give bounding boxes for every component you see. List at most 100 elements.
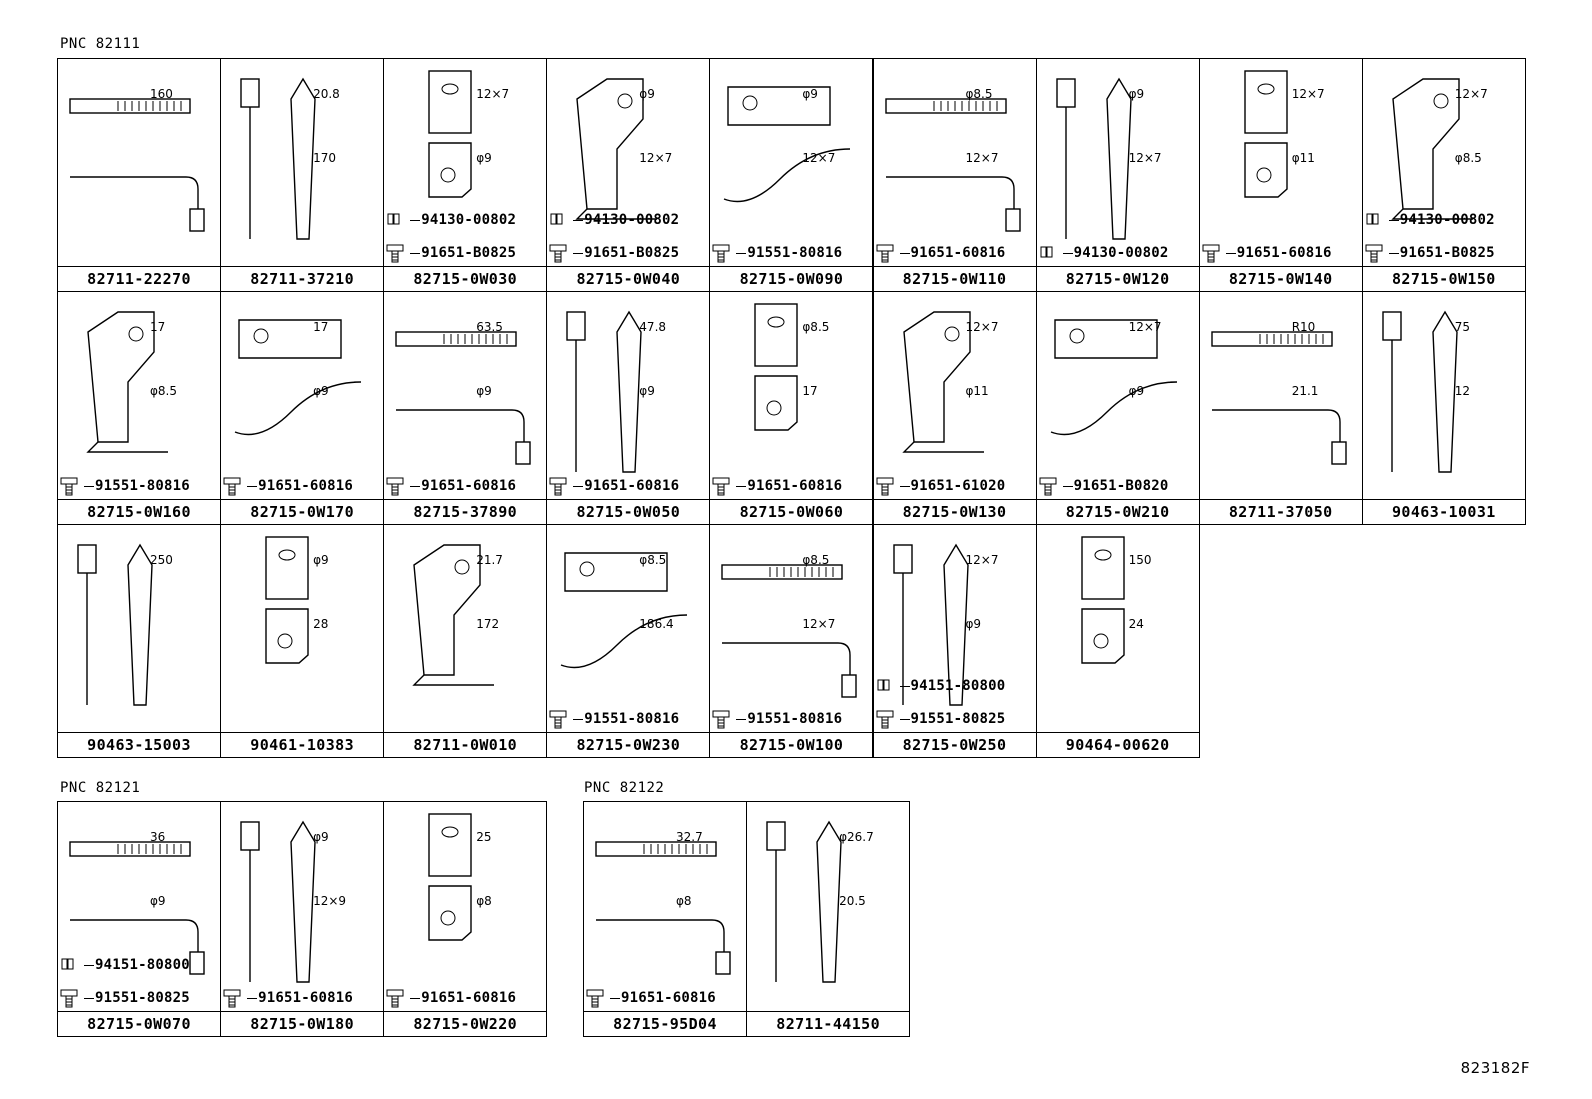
dimension-label: φ8.5 — [802, 553, 830, 567]
bolt-icon — [876, 710, 893, 729]
dimension-label: 170 — [313, 151, 336, 165]
leader-line — [84, 485, 94, 487]
dimension-label: 12×7 — [965, 553, 999, 567]
washer-icon — [877, 679, 889, 691]
leader-line — [573, 219, 584, 221]
part-drawing — [1050, 319, 1177, 436]
dimension-label: 28 — [313, 617, 329, 631]
part-drawing — [595, 841, 731, 975]
bolt-icon — [586, 989, 604, 1008]
leader-line — [899, 685, 910, 687]
fastener-part-number: 91651-60816 — [621, 990, 716, 1006]
fastener-callout: 94151-80800 — [876, 676, 1006, 696]
dimension-label: 12×7 — [639, 151, 673, 165]
dimension-label: 12×7 — [1128, 320, 1162, 334]
part-number: 82715-0W140 — [1228, 270, 1333, 288]
dimension-label: φ9 — [476, 384, 492, 398]
washer-icon — [61, 958, 74, 970]
part-number: 82711-0W010 — [413, 736, 518, 754]
part-number-divider — [221, 266, 384, 267]
part-number: 82715-0W210 — [1065, 503, 1170, 521]
part-number-divider — [1036, 499, 1199, 500]
part-number-divider — [1036, 266, 1199, 267]
part-drawing — [428, 813, 472, 941]
part-drawing — [1080, 536, 1125, 664]
bolt-icon — [60, 989, 78, 1008]
fastener-callout: 91651-60816 — [712, 476, 842, 496]
part-number: 82715-0W070 — [87, 1015, 191, 1033]
diagram-reference: 823182F — [1460, 1059, 1530, 1077]
pnc-label: PNC 82121 — [60, 780, 141, 796]
leader-line — [410, 485, 421, 487]
part-number: 90461-10383 — [250, 736, 355, 754]
part-number: 82715-0W060 — [739, 503, 844, 521]
fastener-part-number: 91651-60816 — [910, 245, 1006, 261]
dimension-label: 75 — [1454, 320, 1471, 334]
fastener-callout: 91651-60816 — [386, 988, 516, 1008]
washer-icon — [1366, 213, 1379, 225]
pnc-label: PNC 82111 — [60, 36, 141, 52]
part-number-divider — [58, 1011, 221, 1012]
fastener-part-number: 91651-60816 — [1236, 245, 1332, 261]
dimension-label: 17 — [313, 320, 329, 334]
part-drawing — [1243, 70, 1288, 198]
leader-line — [410, 219, 421, 221]
part-drawing — [575, 78, 658, 220]
part-drawing — [566, 310, 643, 473]
part-number: 82715-0W170 — [250, 503, 355, 521]
part-drawing — [561, 552, 688, 669]
part-number: 82711-22270 — [87, 270, 191, 288]
bolt-icon — [223, 477, 241, 496]
fastener-callout: 94130-00802 — [1039, 243, 1169, 263]
part-number-divider — [710, 499, 873, 500]
fastener-part-number: 91651-B0825 — [421, 245, 517, 261]
part-number-divider — [710, 266, 873, 267]
dimension-label: 21.7 — [476, 553, 503, 567]
part-drawing — [265, 536, 309, 664]
fastener-part-number: 94130-00802 — [1073, 245, 1169, 261]
dimension-label: 21.1 — [1291, 384, 1319, 398]
part-drawing — [901, 311, 984, 453]
bolt-icon — [60, 477, 78, 496]
dimension-label: φ8.5 — [639, 553, 667, 567]
leader-line — [247, 997, 258, 999]
leader-line — [1388, 219, 1399, 221]
fastener-callout: 91651-60816 — [223, 988, 353, 1008]
part-number: 90463-10031 — [1391, 503, 1496, 521]
part-number-divider — [710, 732, 873, 733]
bolt-icon — [1039, 477, 1057, 496]
dimension-label: 150 — [1128, 553, 1152, 567]
part-number-divider — [58, 266, 221, 267]
part-drawing — [69, 98, 205, 232]
